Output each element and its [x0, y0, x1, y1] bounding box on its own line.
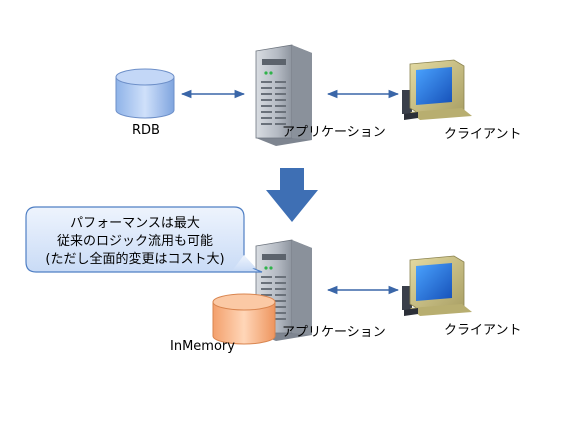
- client-label-top: クライアント: [444, 127, 521, 142]
- client-computer-icon: [402, 255, 472, 316]
- callout-bubble: パフォーマンスは最大 従来のロジック流用も可能 (ただし全面的変更はコスト大): [25, 206, 263, 273]
- client-label-bottom: クライアント: [444, 323, 521, 338]
- application-server-icon: [255, 44, 312, 146]
- application-label-bottom: アプリケーション: [282, 325, 386, 340]
- rdb-label: RDB: [132, 123, 160, 138]
- down-arrow: [266, 168, 318, 222]
- inmemory-database-icon: [212, 293, 276, 345]
- rdb-database-icon: [115, 68, 175, 119]
- inmemory-label: InMemory: [170, 339, 235, 354]
- application-label-top: アプリケーション: [282, 125, 386, 140]
- callout-line-2: 従来のロジック流用も可能: [57, 234, 213, 249]
- callout-line-1: パフォーマンスは最大: [70, 216, 200, 231]
- callout-line-3: (ただし全面的変更はコスト大): [45, 251, 224, 267]
- client-computer-icon: [402, 59, 472, 120]
